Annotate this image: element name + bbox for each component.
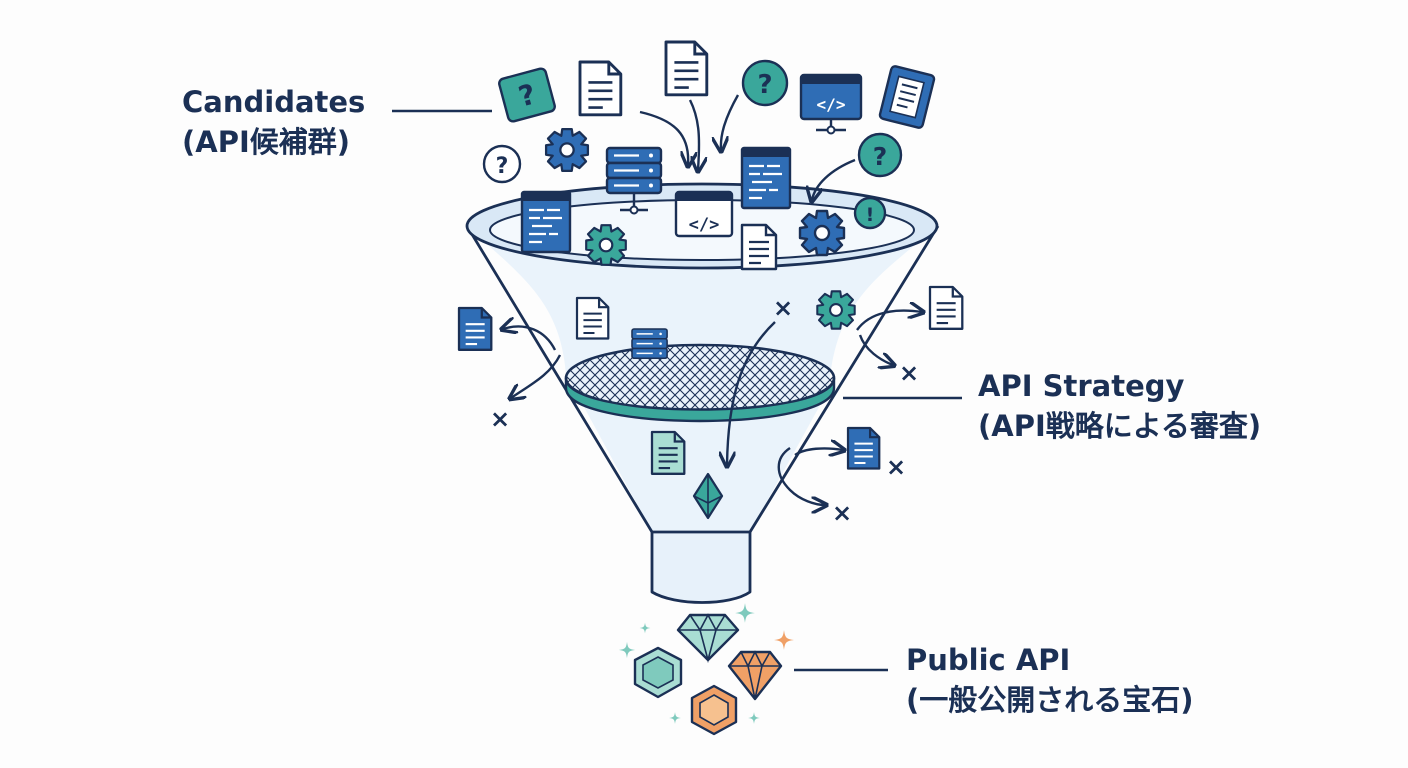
label-candidates-subtitle: (API候補群) (182, 125, 350, 159)
question-icon: ? (741, 59, 789, 107)
question-icon: ? (482, 144, 522, 184)
document-icon (740, 223, 778, 271)
filter-mesh (564, 343, 836, 423)
label-api-strategy-subtitle: (API戦略による審査) (978, 409, 1262, 443)
code-window-icon: </> (674, 190, 734, 238)
svg-text:</>: </> (817, 95, 846, 114)
connector-lines (392, 109, 962, 672)
gem-diamond-orange-icon (727, 650, 783, 701)
svg-text:</>: </> (689, 215, 720, 235)
label-candidates-title: Candidates (182, 85, 366, 119)
label-public-api: Public API (一般公開される宝石) (906, 640, 1194, 720)
svg-text:?: ? (496, 154, 509, 179)
question-icon: ? (498, 67, 556, 123)
clipboard-icon (878, 65, 936, 129)
document-icon (928, 285, 964, 330)
gem-hexagon-orange-icon (690, 684, 738, 736)
gear-icon (816, 290, 856, 330)
svg-text:×: × (899, 359, 919, 387)
label-api-strategy-title: API Strategy (978, 369, 1185, 403)
document-icon (578, 60, 623, 117)
monitor-code-icon: </> (799, 73, 863, 135)
svg-text:?: ? (873, 142, 888, 171)
label-public-api-title: Public API (906, 643, 1071, 677)
label-api-strategy: API Strategy (API戦略による審査) (978, 366, 1261, 446)
document-icon (457, 306, 493, 351)
svg-text:?: ? (757, 70, 772, 100)
falling-arrows (639, 94, 856, 200)
gear-icon (585, 224, 627, 266)
gear-icon (544, 127, 590, 173)
server-icon (631, 328, 668, 360)
server-icon (605, 146, 663, 215)
label-public-api-subtitle: (一般公開される宝石) (906, 683, 1194, 717)
svg-text:!: ! (866, 204, 875, 226)
svg-text:×: × (773, 294, 793, 322)
gem-icon (692, 472, 724, 520)
label-candidates: Candidates (API候補群) (182, 82, 365, 162)
svg-text:×: × (886, 453, 906, 481)
document-icon (650, 430, 686, 475)
question-icon: ? (857, 132, 903, 178)
document-icon (846, 426, 881, 470)
gem-hexagon-icon (633, 646, 683, 699)
reject-marks: × × × × × (490, 294, 919, 527)
document-icon (575, 296, 610, 340)
editor-window-icon (740, 146, 792, 210)
document-icon (664, 40, 709, 97)
gear-icon (798, 209, 846, 257)
alert-icon: ! (853, 196, 887, 230)
svg-text:×: × (832, 499, 852, 527)
editor-window-icon (520, 190, 572, 254)
svg-text:×: × (490, 405, 510, 433)
rejection-arrows (503, 311, 922, 505)
gem-diamond-icon (676, 613, 740, 664)
